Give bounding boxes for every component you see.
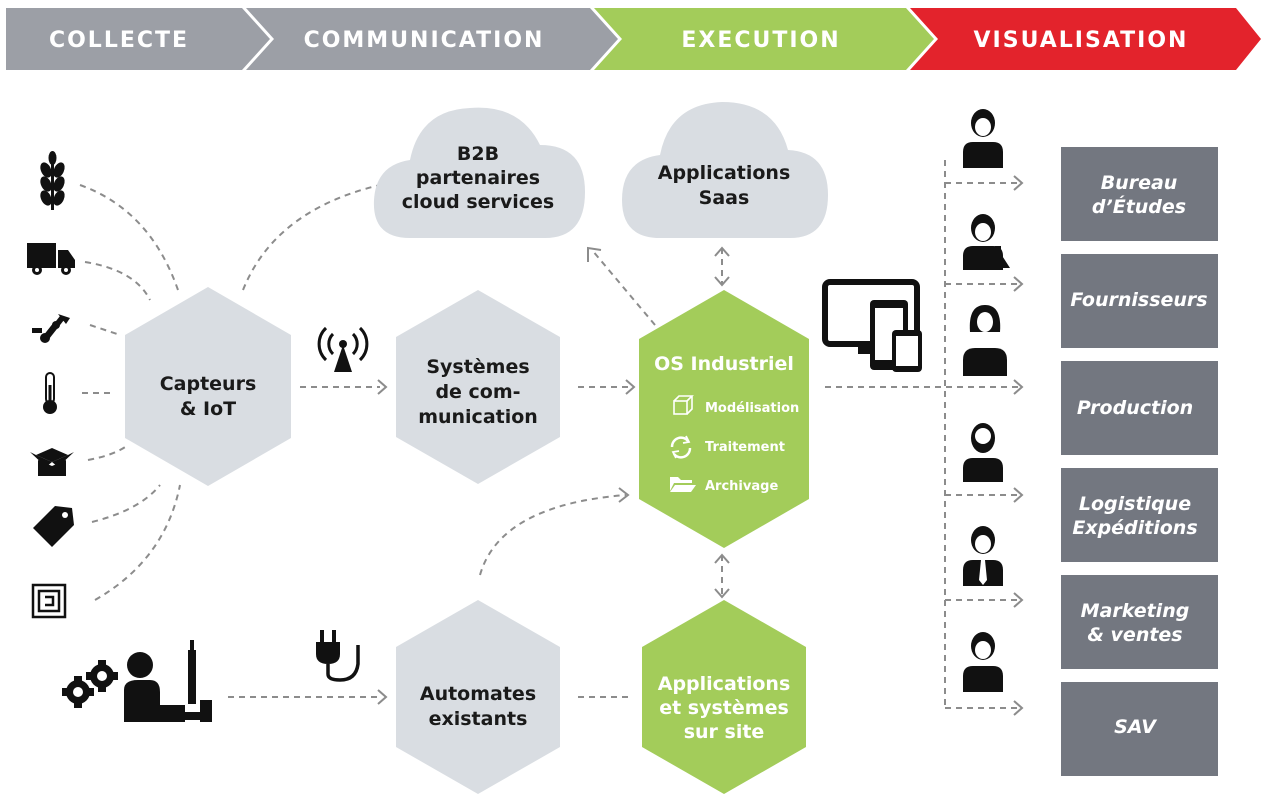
node-os-item-archivage: Archivage [705, 479, 778, 494]
person-woman-icon [963, 305, 1007, 376]
person-tie-icon [963, 526, 1003, 586]
node-os-item-traitement: Traitement [705, 440, 785, 455]
operator-gears-icon [62, 640, 212, 722]
cloud-b2b: B2B partenaires cloud services [373, 107, 585, 239]
node-applications-sur-site: Applications et systèmes sur site [642, 600, 806, 794]
department-line2: & ventes [1087, 624, 1182, 646]
cloud-saas: Applications Saas [622, 102, 828, 238]
person-icon-6 [963, 632, 1003, 692]
node-capteurs-line1: Capteurs [160, 373, 257, 395]
node-systemes-line2: de com- [435, 381, 520, 403]
department-fournisseurs: Fournisseurs [1061, 254, 1218, 348]
node-automates-line2: existants [429, 708, 528, 730]
robot-arm-icon [32, 314, 70, 343]
department-line2: d’Études [1092, 195, 1186, 218]
thermometer-icon [43, 372, 57, 414]
node-applications-line1: Applications [658, 673, 791, 695]
stage-communication [246, 8, 618, 70]
stage-execution [594, 8, 934, 70]
antenna-icon [317, 326, 369, 372]
connectors [79, 160, 1024, 716]
node-capteurs: Capteurs & IoT [125, 287, 291, 486]
node-applications-line3: sur site [684, 721, 765, 743]
stage-header: COLLECTE COMMUNICATION EXECUTION VISUALI… [6, 8, 1261, 70]
cube-icon [673, 395, 694, 415]
department-production: Production [1061, 361, 1218, 455]
node-os-item-modelisation: Modélisation [705, 401, 799, 416]
department-line1: Production [1077, 397, 1193, 419]
department-line2: Expéditions [1072, 517, 1197, 539]
cloud-b2b-line1: B2B [457, 143, 499, 165]
node-automates: Automates existants [396, 600, 560, 794]
node-os-industriel: OS Industriel Modélisation Traitement Ar… [639, 290, 809, 548]
node-capteurs-line2: & IoT [180, 398, 236, 420]
cloud-saas-line1: Applications [658, 162, 791, 184]
stage-visualisation-label: VISUALISATION [974, 28, 1189, 53]
department-line1: Marketing [1081, 600, 1190, 622]
truck-icon [27, 243, 75, 275]
node-systemes: Systèmes de com- munication [396, 290, 560, 484]
node-os-title: OS Industriel [654, 353, 794, 375]
department-marketing: Marketing & ventes [1061, 575, 1218, 669]
tag-icon [33, 506, 74, 547]
department-bureau-etudes: Bureau d’Études [1061, 147, 1218, 241]
person-bearded-icon [963, 423, 1003, 482]
node-systemes-line1: Systèmes [426, 356, 529, 378]
box-icon [30, 448, 74, 476]
plug-icon [316, 630, 360, 682]
department-line1: Logistique [1079, 493, 1191, 515]
wheat-icon [40, 151, 65, 210]
stage-collecte [6, 8, 270, 70]
node-automates-line1: Automates [420, 683, 536, 705]
department-logistique: Logistique Expéditions [1061, 468, 1218, 562]
person-icon-1 [963, 109, 1003, 168]
stage-execution-label: EXECUTION [681, 28, 840, 53]
folder-icon [670, 477, 696, 492]
cloud-saas-line2: Saas [699, 187, 750, 209]
department-line1: Fournisseurs [1070, 289, 1207, 311]
cycle-icon [670, 435, 692, 459]
cloud-b2b-line3: cloud services [402, 191, 555, 213]
node-systemes-line3: munication [418, 406, 538, 428]
devices-icon [822, 279, 922, 372]
stage-communication-label: COMMUNICATION [304, 28, 545, 53]
department-line1: Bureau [1101, 172, 1178, 194]
stage-visualisation [910, 8, 1261, 70]
stage-collecte-label: COLLECTE [49, 28, 189, 53]
department-sav: SAV [1061, 682, 1218, 776]
department-line1: SAV [1114, 716, 1157, 738]
node-applications-line2: et systèmes [659, 697, 789, 719]
person-scientist-icon [963, 214, 1010, 270]
rfid-chip-icon [31, 583, 67, 619]
cloud-b2b-line2: partenaires [416, 167, 540, 189]
